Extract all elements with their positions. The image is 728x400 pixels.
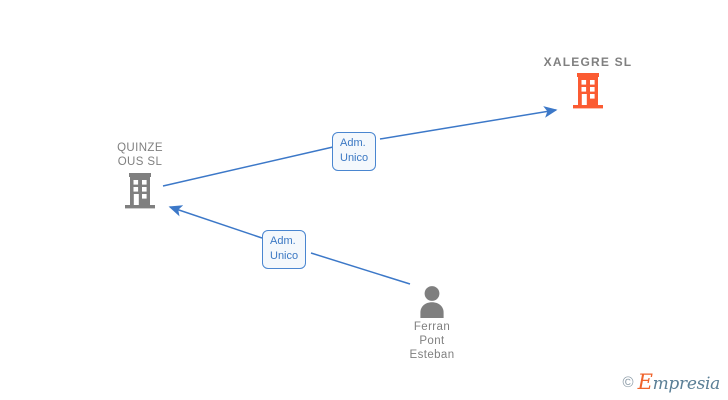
edge-label-quinze-to-xalegre[interactable]: Adm. Unico	[332, 132, 377, 171]
edge-ferran-to-quinze	[168, 205, 411, 285]
person-icon	[420, 286, 444, 318]
node-label-ferran: Ferran Pont Esteban	[409, 321, 455, 361]
edge-quinze-to-xalegre	[162, 106, 558, 187]
node-label-quinze: QUINZE OUS SL	[117, 142, 163, 168]
node-label-xalegre: XALEGRE SL	[543, 55, 633, 69]
node-quinze[interactable]: QUINZE OUS SL	[80, 141, 200, 209]
building-icon	[573, 73, 603, 109]
watermark: © Empresia	[622, 370, 721, 394]
node-xalegre[interactable]: XALEGRE SL	[528, 55, 648, 109]
building-icon	[125, 173, 155, 209]
brand-initial: E	[637, 370, 653, 394]
brand-rest: mpresia	[652, 374, 721, 394]
copyright-icon: ©	[622, 373, 634, 391]
node-ferran[interactable]: Ferran Pont Esteban	[372, 284, 492, 362]
edge-label-ferran-to-quinze[interactable]: Adm. Unico	[262, 230, 307, 269]
brand-logo: Empresia	[637, 370, 721, 394]
